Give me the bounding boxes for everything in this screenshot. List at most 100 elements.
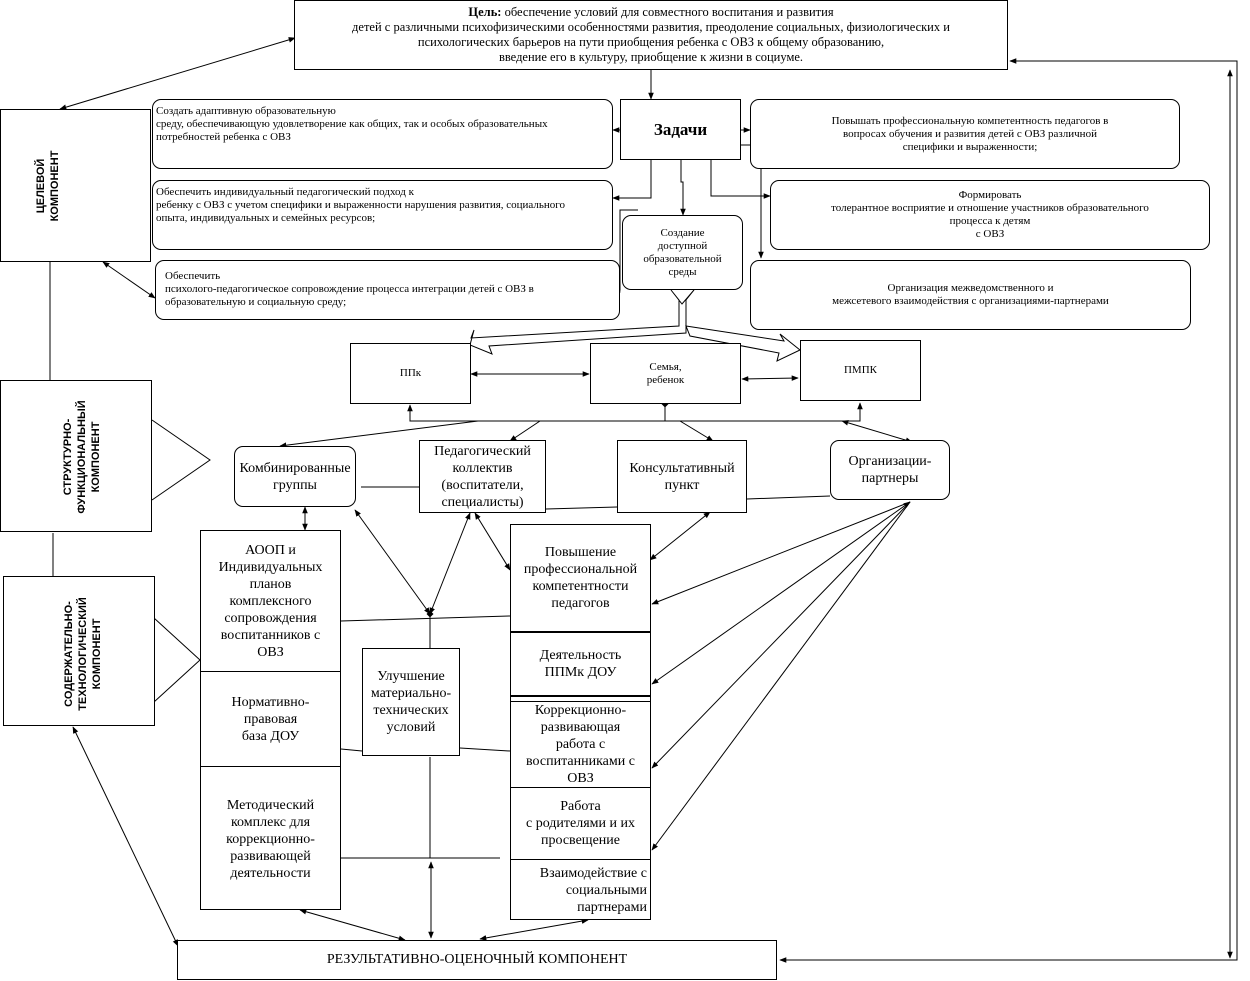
arrow-bus-consult xyxy=(679,420,714,442)
task-accessible-environment: Создание доступной образовательной среды xyxy=(622,215,743,290)
family-line-2: ребенок xyxy=(646,373,685,386)
arrow-goal-target xyxy=(59,37,296,110)
arrow-tasks-t5 xyxy=(710,160,771,199)
ppk-box: ППк xyxy=(350,343,471,404)
teaching-staff-box: Педагогический коллектив (воспитатели, с… xyxy=(419,440,546,513)
arrow-family-pmpk xyxy=(741,375,799,382)
task-5-line-1: Формировать xyxy=(958,189,1022,201)
task-1-line-1: Создать адаптивную образовательную xyxy=(156,105,336,117)
tasks-title: Задачи xyxy=(653,119,708,139)
goal-line-3: психологических барьеров на пути приобще… xyxy=(417,35,885,49)
line-consult-partners xyxy=(746,495,831,500)
consult-line-1: Консультативный xyxy=(629,460,735,476)
arrow-staff-hub xyxy=(429,512,471,615)
arrow-combined-hub xyxy=(354,509,431,615)
pmpk-box: ПМПК xyxy=(800,340,921,401)
arrow-partners-correction xyxy=(651,501,911,769)
task-3-line-1: Обеспечить xyxy=(165,270,221,282)
arrow-partners-ppkwork xyxy=(651,501,911,685)
task-4-line-3: специфики и выраженности; xyxy=(902,140,1038,153)
arrow-bus-staff xyxy=(509,420,541,442)
staff-line-1: Педагогический xyxy=(434,443,531,459)
feedback-loop-right xyxy=(779,58,1238,963)
staff-line-2: коллектив xyxy=(452,460,513,476)
task-7-line-4: среды xyxy=(668,265,697,278)
family-line-1: Семья, xyxy=(649,360,682,373)
goal-line-4: введение его в культуру, приобщение к жи… xyxy=(498,50,804,64)
partners-line-1: Организации- xyxy=(848,454,932,469)
task-1-line-2: среду, обеспечивающую удовлетворение как… xyxy=(156,118,548,130)
combined-groups-box: Комбинированные группы xyxy=(234,446,356,507)
combined-line-1: Комбинированные xyxy=(239,460,351,476)
staff-line-3: (воспитатели, xyxy=(441,477,524,493)
task-7-line-2: доступной xyxy=(657,239,708,252)
task-7-line-3: образовательной xyxy=(643,252,722,265)
goal-box: Цель: обеспечение условий для совместног… xyxy=(294,0,1008,70)
connector-ppk-bus xyxy=(407,404,478,422)
goal-label: Цель: xyxy=(468,5,502,19)
arrow-bus-partners xyxy=(841,420,913,443)
combined-line-2: группы xyxy=(273,477,317,493)
partner-organizations-box: Организации- партнеры xyxy=(830,440,950,500)
ppk-label: ППк xyxy=(399,367,422,379)
bracket-content xyxy=(153,617,201,703)
task-4-line-2: вопросах обучения и развития детей с ОВЗ… xyxy=(843,127,1097,140)
task-2-line-3: опыта, индивидуальных и семейных ресурсо… xyxy=(156,212,376,224)
task-4-line-1: Повышать профессиональную компетентность… xyxy=(831,114,1109,127)
tasks-title-box: Задачи xyxy=(620,99,741,160)
hollow-arrows xyxy=(469,289,801,362)
task-adaptive-environment: Создать адаптивную образовательную среду… xyxy=(152,99,613,169)
task-5-line-2: толерантное восприятие и отношение участ… xyxy=(831,202,1149,214)
arrow-staff-prof xyxy=(474,512,511,571)
task-2-line-2: ребенку с ОВЗ с учетом специфики и выраж… xyxy=(156,199,566,211)
arrow-t3-target xyxy=(102,261,156,299)
goal-line-1: обеспечение условий для совместного восп… xyxy=(504,5,834,19)
arrow-tasks-t2 xyxy=(612,160,652,201)
consult-line-2: пункт xyxy=(664,477,700,493)
pmpk-label: ПМПК xyxy=(843,364,877,376)
task-6-line-2: межсетевого взаимодействия с организация… xyxy=(832,295,1109,307)
task-3-line-2: психолого-педагогическое сопровождение п… xyxy=(165,283,534,295)
result-component-box: РЕЗУЛЬТАТИВНО-ОЦЕНОЧНЫЙ КОМПОНЕНТ xyxy=(177,940,777,980)
result-component-label: РЕЗУЛЬТАТИВНО-ОЦЕНОЧНЫЙ КОМПОНЕНТ xyxy=(326,952,628,967)
task-teacher-competence: Повышать профессиональную компетентность… xyxy=(750,99,1180,169)
staff-line-4: специалисты) xyxy=(441,494,524,510)
bracket-structural xyxy=(151,419,211,501)
arrow-tasks-t7 xyxy=(680,160,686,216)
arrow-content-result xyxy=(72,726,179,947)
task-2-line-1: Обеспечить индивидуальный педагогический… xyxy=(156,186,414,198)
family-box: Семья, ребенок xyxy=(590,343,741,404)
line-material-correction xyxy=(459,747,511,752)
partners-line-2: партнеры xyxy=(861,471,919,486)
goal-line-2: детей с различными психофизическими особ… xyxy=(352,20,950,34)
task-7-line-1: Создание xyxy=(660,226,705,239)
arrow-consult-prof xyxy=(649,511,711,561)
task-individual-approach: Обеспечить индивидуальный педагогический… xyxy=(152,180,613,250)
arrow-social-result xyxy=(479,918,589,941)
line-norm-material xyxy=(340,748,363,752)
arrow-partners-prof xyxy=(651,501,911,605)
task-support: Обеспечить психолого-педагогическое сопр… xyxy=(155,260,620,320)
connector-pmpk-bus xyxy=(842,402,863,422)
task-5-line-3: процесса к детям xyxy=(949,215,1031,227)
arrow-method-result xyxy=(299,909,406,941)
task-1-line-3: потребностей ребенка с ОВЗ xyxy=(156,131,291,143)
arrow-bus-combined xyxy=(279,420,479,448)
consult-point-box: Консультативный пункт xyxy=(617,440,747,513)
